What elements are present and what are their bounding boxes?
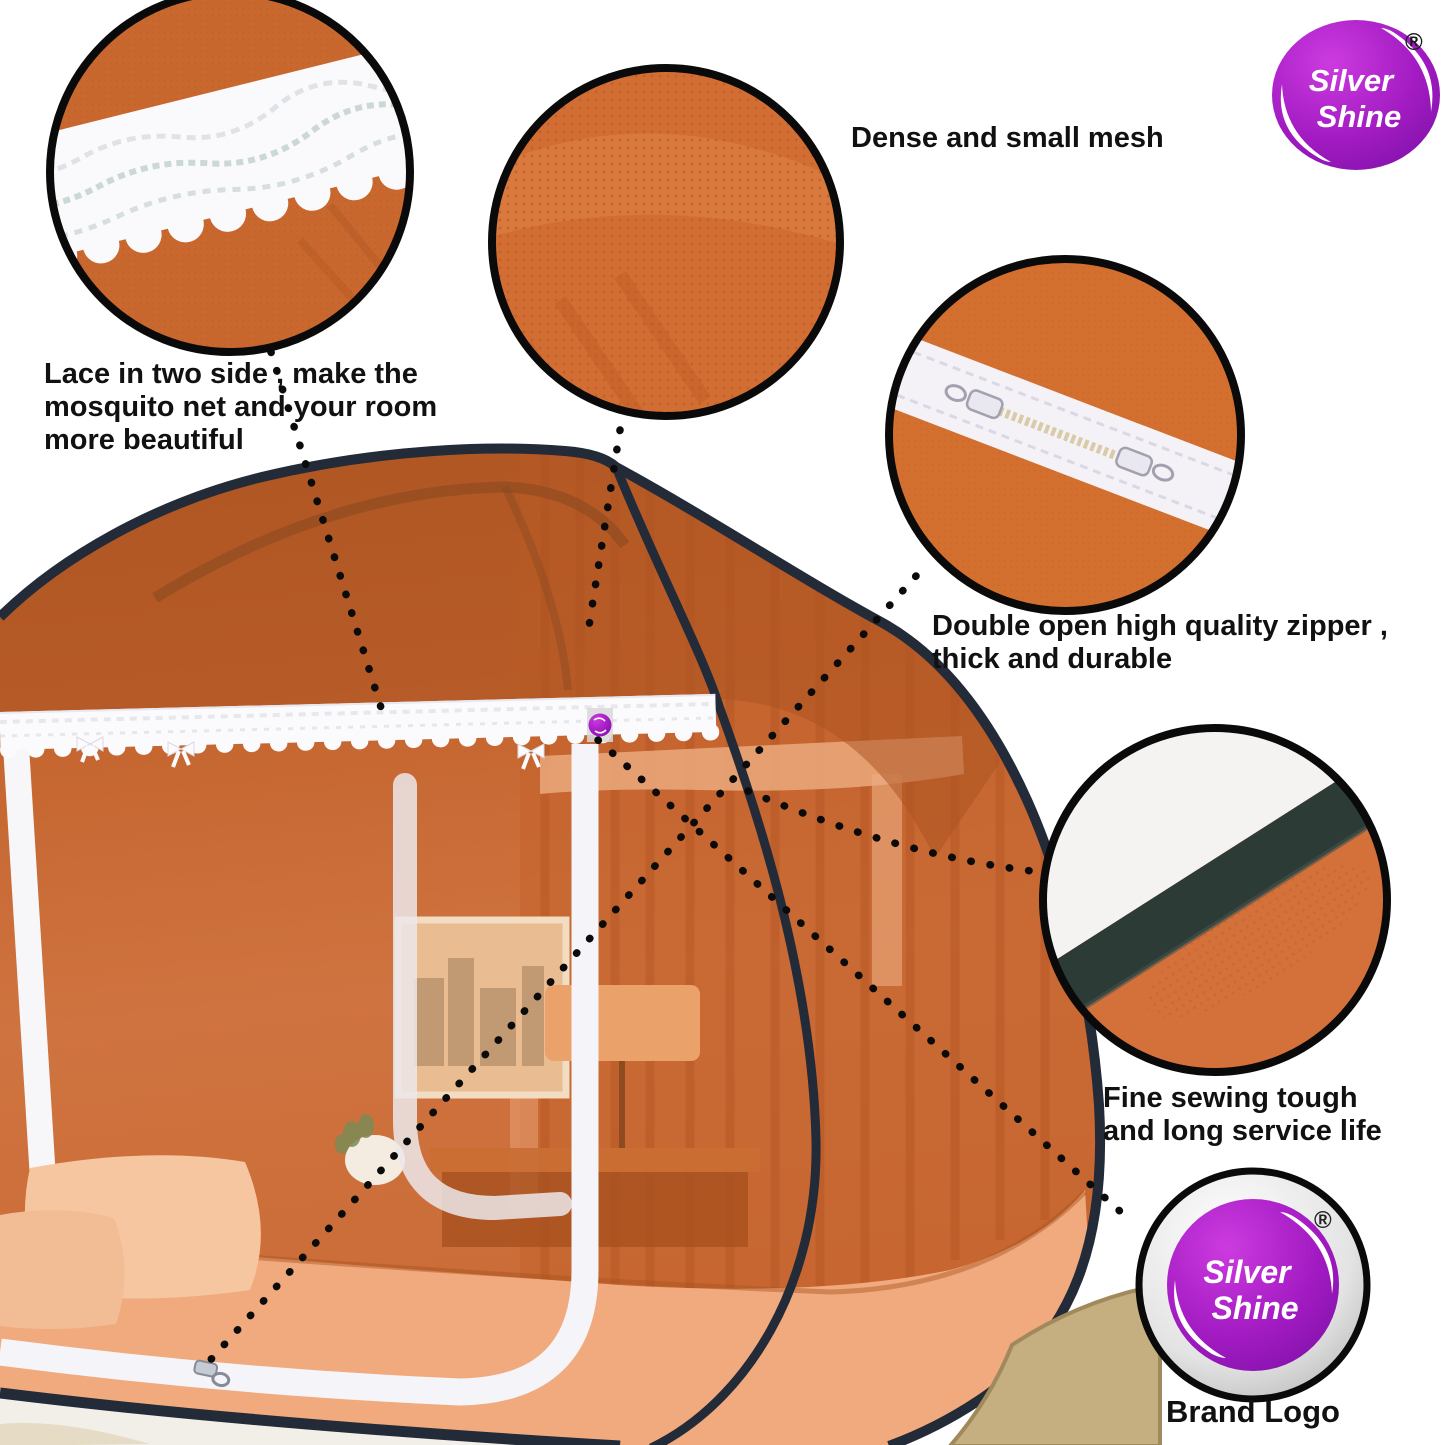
tent-dome-outline — [0, 443, 1106, 1445]
zipper-detail-circle — [885, 255, 1245, 615]
zipper-slider-icon-2 — [1115, 446, 1175, 482]
caption-line: Dense and small mesh — [851, 122, 1164, 154]
logo-swoosh-bottom-2 — [1280, 84, 1331, 162]
brand-word-1: Silver — [1203, 1254, 1292, 1290]
left-strap — [1, 713, 57, 1196]
lace-sample — [50, 39, 410, 285]
pillow-front — [0, 1210, 125, 1330]
back-pole-arc — [152, 481, 630, 603]
lace-detail-circle — [46, 0, 414, 356]
curtain-highlight — [872, 774, 902, 986]
vase — [345, 1135, 405, 1185]
logo-swoosh-top-2 — [1381, 28, 1433, 112]
lace-bows — [76, 736, 545, 770]
plant — [335, 1114, 374, 1154]
zipper-slider-icon — [944, 384, 1004, 420]
caption-line: Double open high quality zipper , — [932, 610, 1388, 642]
logo-swoosh-bottom — [1174, 1280, 1226, 1358]
caption-brand-logo: Brand Logo — [1166, 1395, 1340, 1428]
registered-mark: ® — [1314, 1207, 1332, 1234]
registered-mark-2: ® — [1405, 29, 1423, 56]
caption-line: more beautiful — [44, 424, 244, 456]
tent-photo — [0, 443, 1162, 1445]
door-zipper-band — [0, 744, 599, 1406]
lamp-shade — [545, 985, 700, 1061]
logo-swoosh-top — [1280, 1212, 1334, 1294]
badge-word-2: Shine — [1317, 99, 1401, 134]
bed-base-left — [0, 1397, 620, 1445]
brand-word-2: Shine — [1211, 1290, 1298, 1326]
brand-logo-badge: Silver Shine ® — [1272, 20, 1440, 170]
seam-detail-circle — [1039, 724, 1391, 1076]
caption-zipper: Double open high quality zipper , thick … — [932, 610, 1388, 676]
caption-line: mosquito net and your room — [44, 391, 438, 423]
connector-mesh — [585, 426, 624, 630]
connector-zipper — [201, 572, 920, 1370]
connector-lace — [267, 348, 387, 718]
brand-logo-circle: Silver Shine ® — [1135, 1167, 1371, 1403]
back-pole-arc-2 — [501, 485, 572, 691]
badge-word-1: Silver — [1309, 63, 1395, 98]
brand-tag — [587, 708, 613, 742]
connector-brand — [594, 736, 1137, 1227]
caption-lace: Lace in two side , make the mosquito net… — [44, 358, 437, 457]
back-door-band — [393, 773, 572, 1221]
caption-line: Lace in two side , make the — [44, 358, 418, 390]
caption-line: Fine sewing tough — [1103, 1082, 1358, 1114]
zipper-pull-icon — [193, 1359, 231, 1388]
caption-line: and long service life — [1103, 1115, 1382, 1147]
dotted-connectors — [201, 348, 1137, 1370]
caption-line: Brand Logo — [1166, 1394, 1340, 1429]
connector-seam — [744, 787, 1044, 876]
caption-dense-mesh: Dense and small mesh — [851, 122, 1164, 155]
window — [394, 916, 570, 1099]
front-right-pole — [611, 465, 821, 1445]
mesh-detail-circle — [488, 64, 844, 420]
seam-binding — [1043, 749, 1387, 1034]
caption-line: thick and durable — [932, 643, 1173, 675]
tent-interior — [0, 448, 1101, 1445]
zipper-sample — [889, 332, 1241, 538]
bottom-piping — [0, 1387, 621, 1445]
floor-corner — [0, 1422, 150, 1445]
caption-sewing: Fine sewing tough and long service life — [1103, 1082, 1382, 1148]
